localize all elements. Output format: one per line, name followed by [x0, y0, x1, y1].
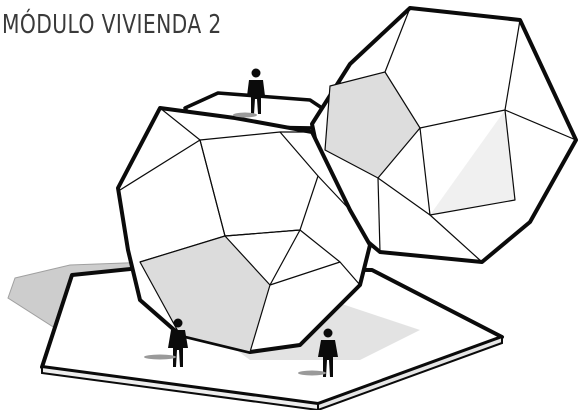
right-dodecahedron — [310, 6, 578, 264]
module-title: MÓDULO VIVIENDA 2 — [2, 10, 222, 40]
person-on-top — [233, 68, 265, 118]
left-dodecahedron — [116, 106, 372, 354]
person-front-left — [144, 318, 188, 367]
person-front-right — [298, 328, 338, 377]
